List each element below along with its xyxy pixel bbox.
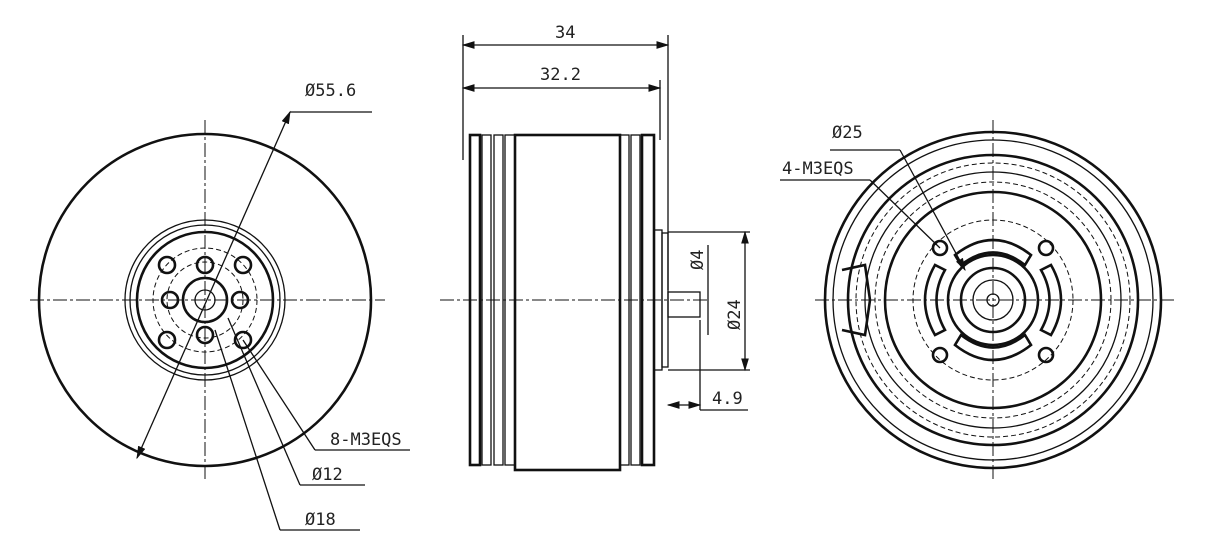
shaft-diameter-label: Ø4 [688,250,708,270]
body-length-label: 32.2 [540,65,581,85]
side-view: 34 32.2 Ø24 Ø4 4.9 [440,23,750,472]
rear-holes-label: 4-M3EQS [782,159,854,179]
rear-view: Ø25 4-M3EQS [780,120,1175,480]
front-holes-label: 8-M3EQS [330,430,402,450]
outer-diameter-label: Ø55.6 [305,81,356,101]
inner-diameter-18-label: Ø18 [305,510,336,530]
front-view: Ø55.6 8-M3EQS Ø12 Ø18 [30,81,410,531]
overall-length-label: 34 [555,23,575,43]
hub-diameter-label: Ø24 [725,299,745,330]
inner-diameter-12-label: Ø12 [312,465,343,485]
bolt-circle-label: Ø25 [832,123,863,143]
shaft-length-label: 4.9 [712,389,743,409]
